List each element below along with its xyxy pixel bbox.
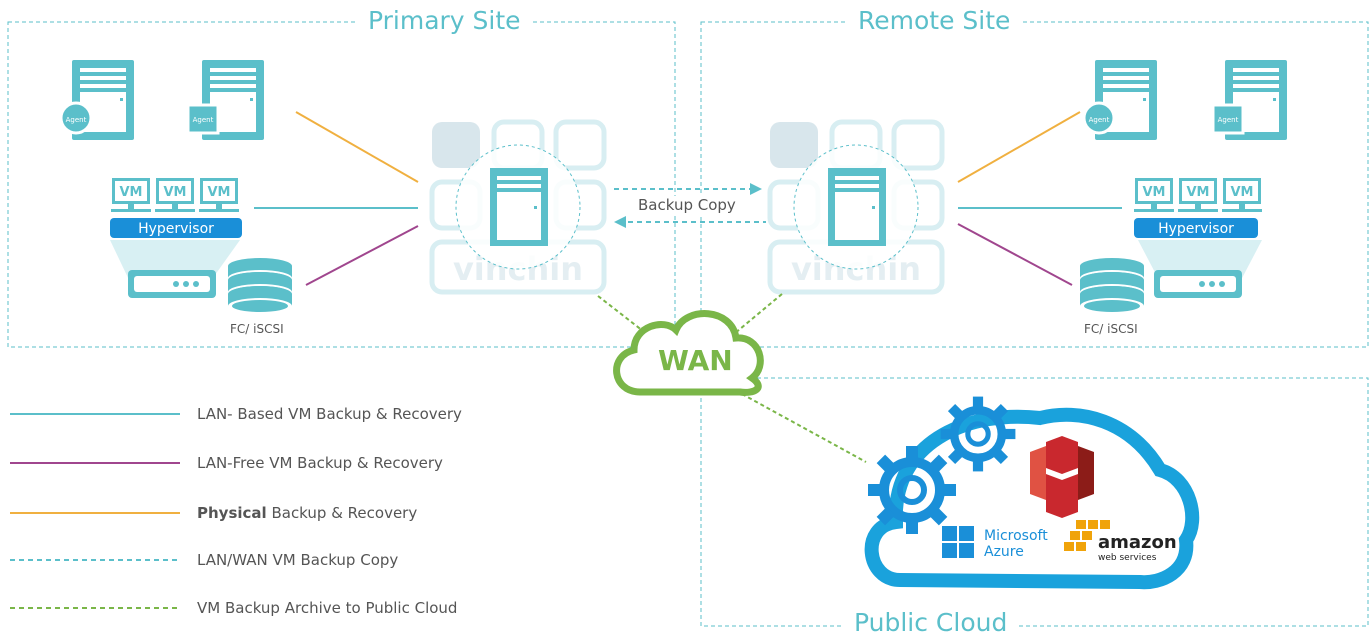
svg-text:Agent: Agent — [1218, 116, 1239, 124]
remote-site-title: Remote Site — [848, 6, 1021, 36]
legend-label-lan-free: LAN-Free VM Backup & Recovery — [197, 454, 443, 472]
svg-text:amazon: amazon — [1098, 532, 1177, 553]
storage-caption-remote: FC/ iSCSI — [1084, 322, 1138, 336]
svg-text:VM: VM — [164, 185, 187, 200]
physical-backup-line-primary — [295, 111, 419, 183]
vm-group-remote: VM VM VM — [1134, 178, 1262, 212]
lan-free-backup-line-primary — [305, 225, 419, 286]
svg-text:Agent: Agent — [66, 116, 87, 124]
linux-agent-server-icon-remote: Agent — [1082, 60, 1157, 140]
vm-group-primary: VM VM VM — [111, 178, 239, 212]
primary-site-box — [7, 21, 676, 348]
vinchin-backup-server-primary: vinchin — [429, 119, 607, 295]
vinchin-backup-server-remote: vinchin — [767, 119, 945, 295]
remote-site-box — [700, 21, 1369, 348]
storage-caption-primary: FC/ iSCSI — [230, 322, 284, 336]
linux-agent-server-icon-primary: Agent — [59, 60, 134, 140]
wan-label: WAN — [658, 344, 733, 377]
svg-text:Hypervisor: Hypervisor — [138, 221, 214, 237]
primary-site-title: Primary Site — [358, 6, 531, 36]
public-cloud-title: Public Cloud — [844, 608, 1018, 638]
aws-s3-icon — [1030, 436, 1094, 518]
lan-free-backup-line-remote — [957, 223, 1073, 286]
svg-text:VM: VM — [1187, 185, 1210, 200]
wan-cloud-icon — [613, 310, 764, 396]
windows-agent-server-icon-remote: Agent — [1211, 60, 1287, 140]
storage-array-icon-remote — [1154, 270, 1242, 298]
svg-text:VM: VM — [120, 185, 143, 200]
hypervisor-bar-remote: Hypervisor — [1134, 218, 1258, 238]
svg-text:VM: VM — [1143, 185, 1166, 200]
svg-text:VM: VM — [1231, 185, 1254, 200]
svg-text:Agent: Agent — [193, 116, 214, 124]
wan-link-cloud — [741, 393, 867, 463]
svg-text:Agent: Agent — [1089, 116, 1110, 124]
public-cloud-box — [700, 377, 1369, 627]
backup-copy-arrows — [614, 183, 766, 228]
legend-label-lan: LAN- Based VM Backup & Recovery — [197, 405, 462, 423]
legend-label-copy: LAN/WAN VM Backup Copy — [197, 551, 399, 569]
backup-copy-label: Backup Copy — [638, 196, 736, 214]
microsoft-azure-logo: Microsoft Azure — [942, 526, 1048, 560]
wan-link-remote — [733, 293, 783, 335]
hypervisor-bar-primary: Hypervisor — [110, 218, 242, 238]
svg-text:Microsoft: Microsoft — [984, 528, 1048, 544]
svg-text:web services: web services — [1098, 553, 1157, 563]
physical-backup-line-remote — [957, 111, 1081, 183]
windows-agent-server-icon-primary: Agent — [186, 60, 264, 140]
amazon-web-services-logo: amazon web services — [1064, 520, 1177, 563]
legend-label-archive: VM Backup Archive to Public Cloud — [197, 599, 458, 617]
database-disk-icon-primary — [228, 258, 292, 314]
svg-text:Azure: Azure — [984, 544, 1024, 560]
svg-text:VM: VM — [208, 185, 231, 200]
svg-text:Hypervisor: Hypervisor — [1158, 221, 1234, 237]
legend-label-physical: Physical Backup & Recovery — [197, 504, 418, 522]
storage-array-icon-primary — [128, 270, 216, 298]
database-disk-icon-remote — [1080, 258, 1144, 314]
